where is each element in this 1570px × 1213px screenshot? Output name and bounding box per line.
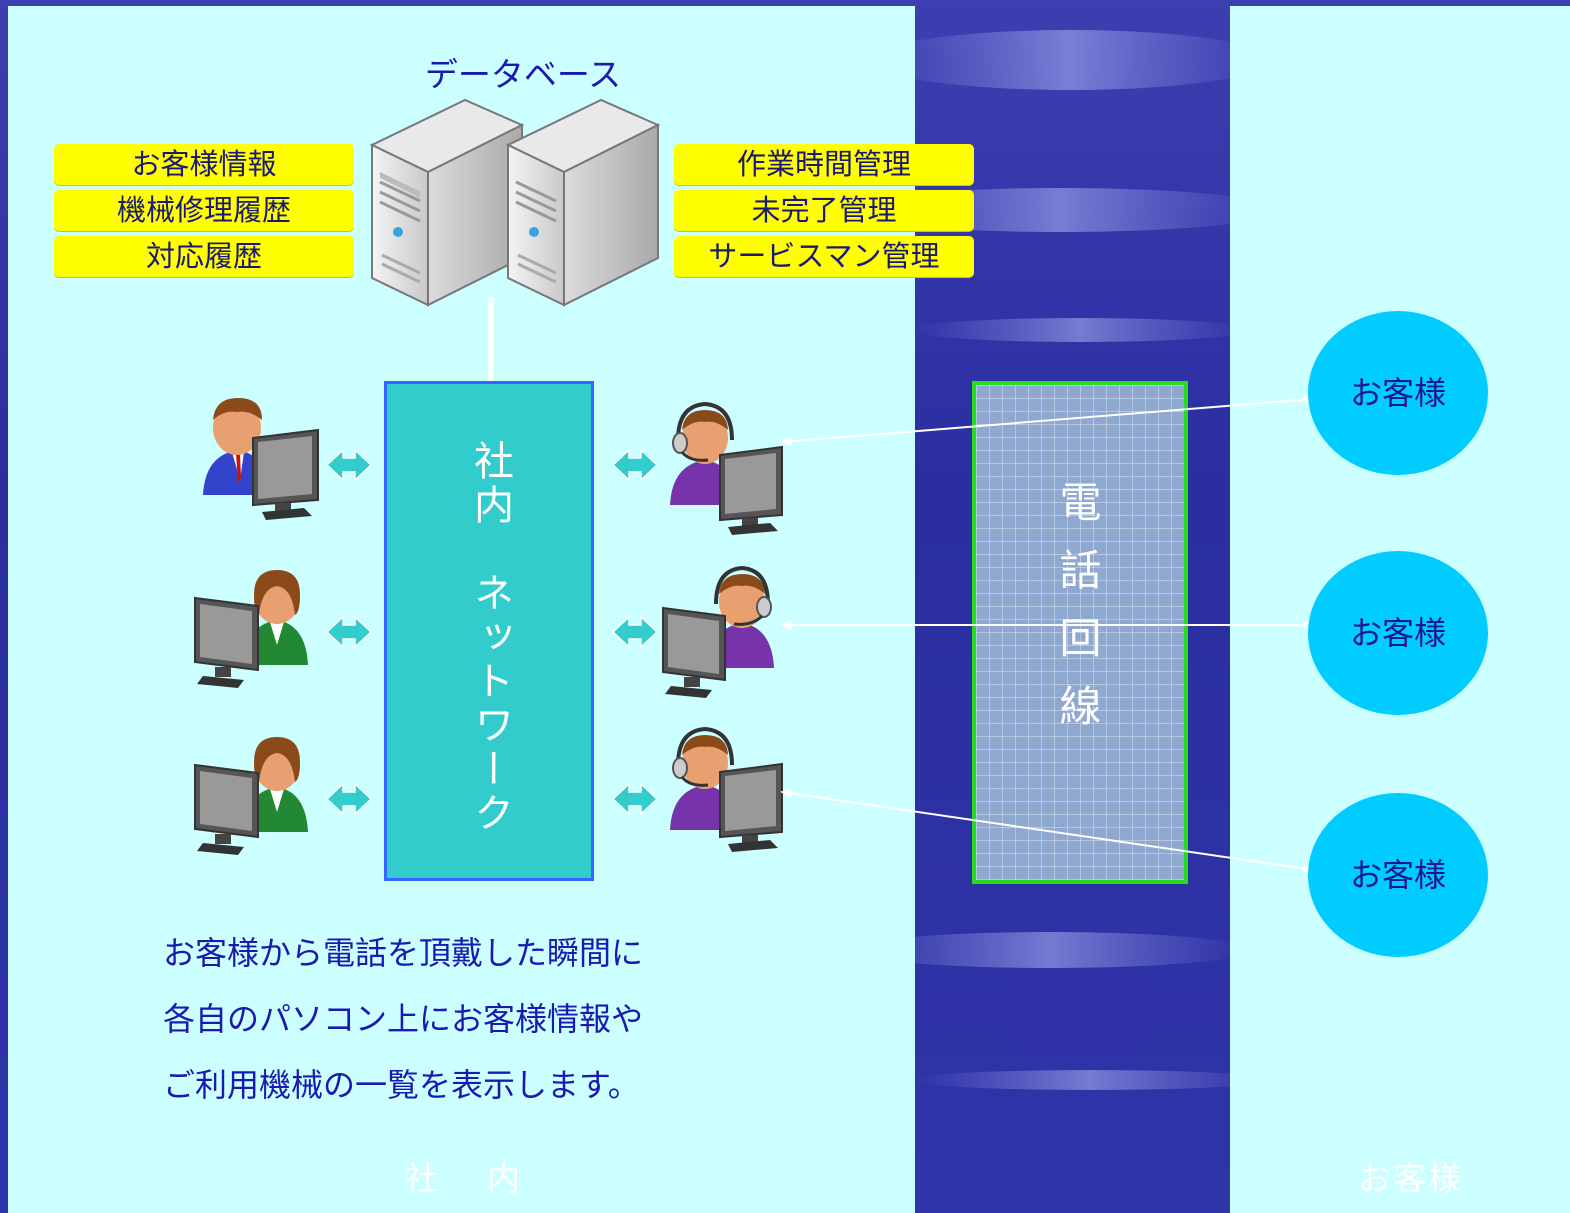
description-line-2: 各自のパソコン上にお客様情報や xyxy=(163,1000,644,1038)
tag-incomplete: 未完了管理 xyxy=(674,190,974,231)
tag-repair-history: 機械修理履歴 xyxy=(54,190,354,231)
customer-circle-1: お客様 xyxy=(1308,311,1488,475)
office-worker-icon xyxy=(194,570,308,688)
office-worker-icon xyxy=(194,737,308,855)
internal-network-label: 社内 ネットワーク xyxy=(467,440,513,836)
office-worker-icon xyxy=(203,398,319,520)
footer-internal-label: 社 内 xyxy=(405,1159,528,1198)
footer-customer-label: お客様 xyxy=(1358,1159,1463,1198)
double-arrow-icon xyxy=(325,448,659,816)
headset-operator-icon xyxy=(662,565,774,698)
tag-customer-info: お客様情報 xyxy=(54,144,354,185)
description-line-3: ご利用機械の一覧を表示します。 xyxy=(163,1066,640,1104)
customer-circle-3: お客様 xyxy=(1308,793,1488,957)
connection-line xyxy=(780,394,1311,447)
server-icon xyxy=(505,98,661,307)
customer-circle-2: お客様 xyxy=(1308,551,1488,715)
description-line-1: お客様から電話を頂戴した瞬間に xyxy=(163,934,644,972)
connection-line xyxy=(780,788,1311,875)
headset-operator-icon xyxy=(670,726,783,852)
headset-operator-icon xyxy=(670,401,783,535)
internal-network-box xyxy=(384,381,594,881)
tag-work-time: 作業時間管理 xyxy=(674,144,974,185)
tag-response-history: 対応履歴 xyxy=(54,236,354,277)
tag-serviceman: サービスマン管理 xyxy=(674,236,974,277)
database-title: データベース xyxy=(424,55,622,94)
phone-line-label: 電話回線 xyxy=(1053,480,1102,752)
